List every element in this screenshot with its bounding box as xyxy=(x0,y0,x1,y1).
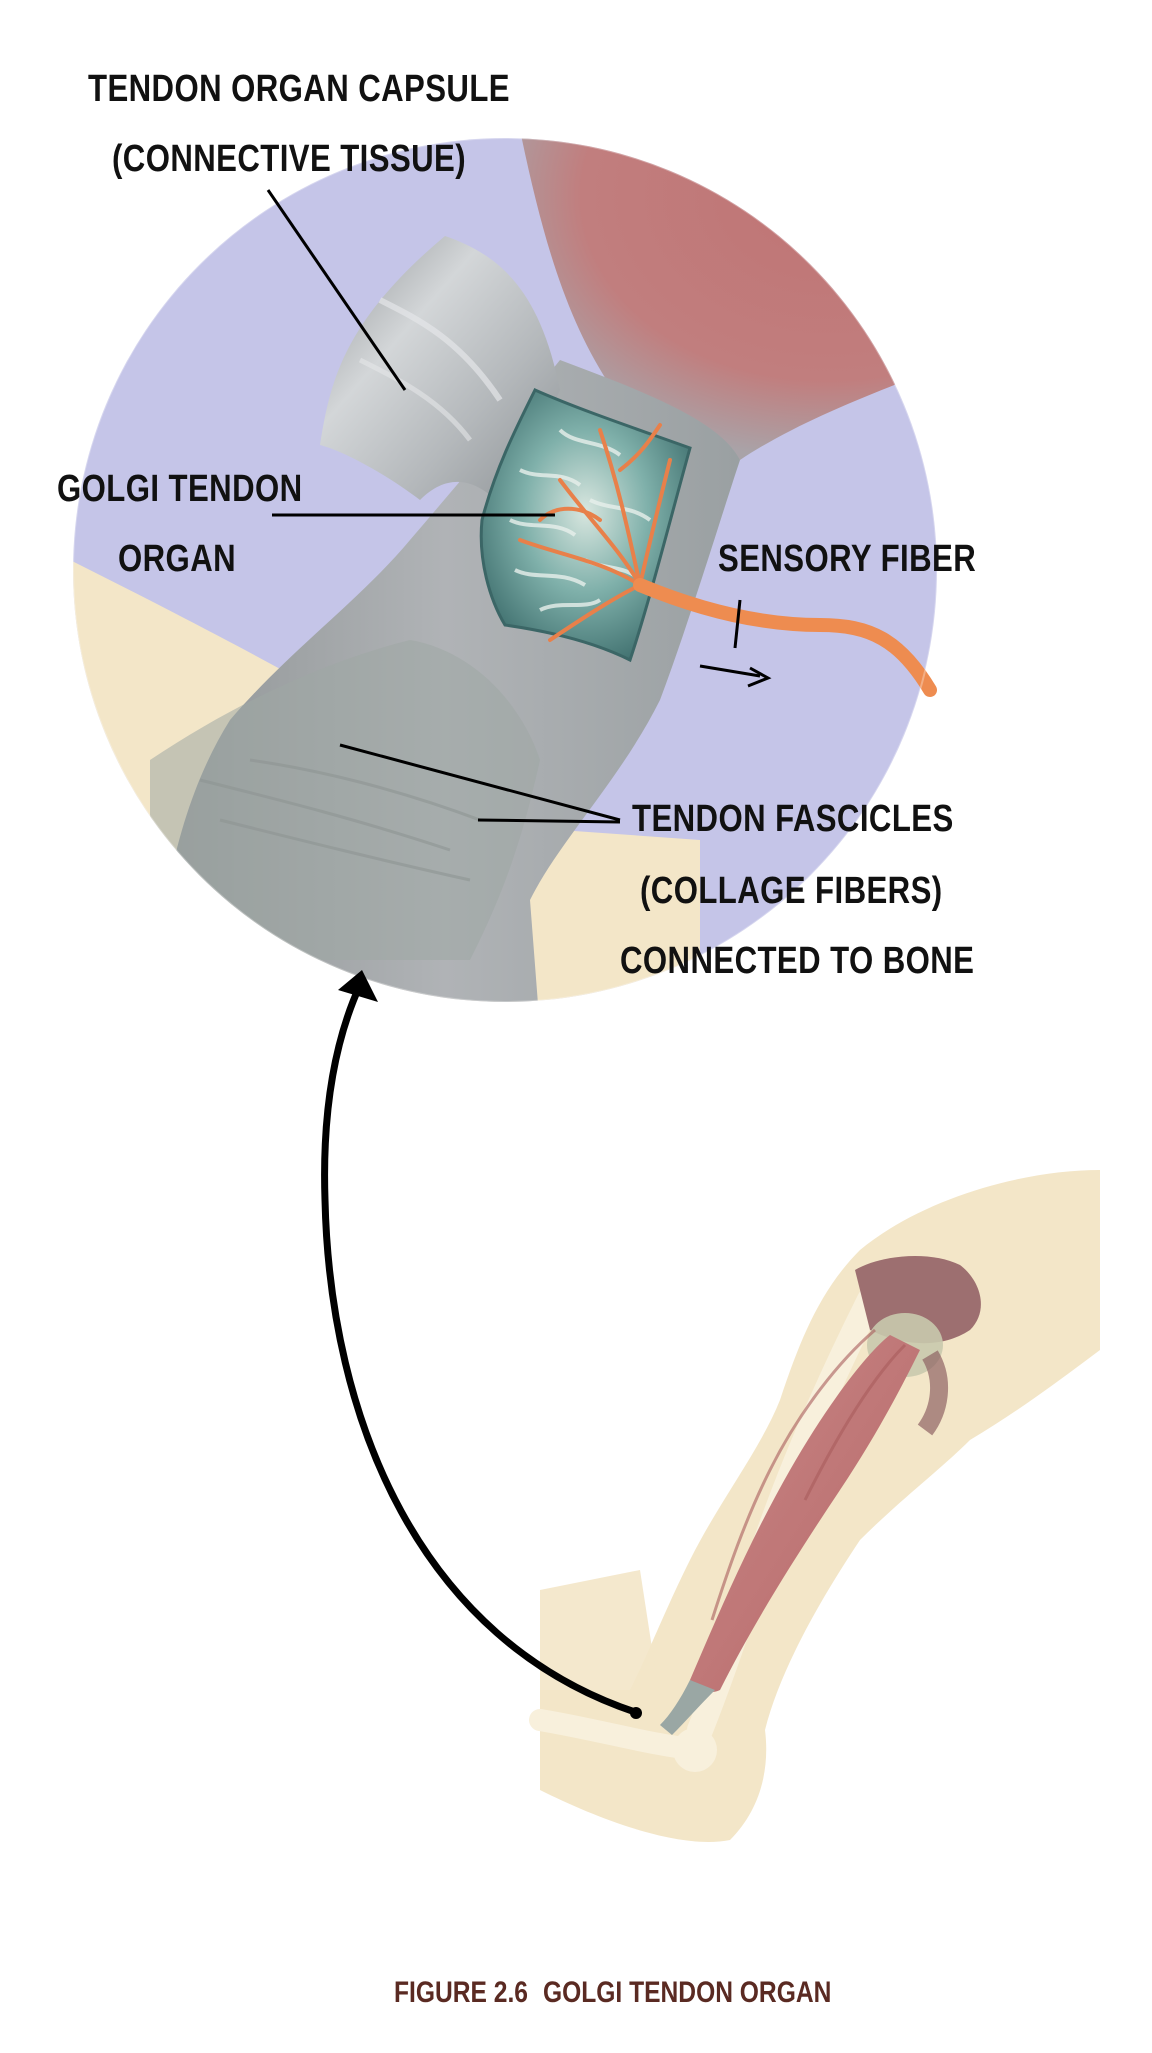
tendon-organ-capsule xyxy=(320,236,560,510)
label-fascicles-line1: TENDON FASCICLES xyxy=(632,798,954,840)
zoom-origin-dot xyxy=(630,1707,642,1719)
label-sensory-fiber: SENSORY FIBER xyxy=(718,538,977,580)
caption-number: FIGURE 2.6 xyxy=(394,1976,528,2009)
biceps-tendon xyxy=(660,1680,715,1735)
tendon-fascicle-shading xyxy=(150,640,540,960)
fascicles-leader-1 xyxy=(339,743,621,822)
label-gto-line1: GOLGI TENDON xyxy=(57,468,303,510)
caption-title: GOLGI TENDON ORGAN xyxy=(543,1976,832,2009)
sensory-fiber xyxy=(633,578,937,697)
label-gto-line2: ORGAN xyxy=(118,538,237,580)
label-fascicles-line3: CONNECTED TO BONE xyxy=(620,940,975,982)
zoom-arrow xyxy=(321,983,637,1716)
biceps-muscle xyxy=(690,1335,920,1692)
signal-arrowhead xyxy=(747,666,772,688)
arm-illustration xyxy=(529,1170,1100,1842)
capsule-leader xyxy=(266,189,407,391)
zoom-arrowhead xyxy=(338,970,378,1002)
leader-lines xyxy=(266,189,742,824)
sensory-leader xyxy=(733,599,742,649)
label-capsule-line1: TENDON ORGAN CAPSULE xyxy=(88,68,510,110)
label-capsule-line2: (CONNECTIVE TISSUE) xyxy=(112,138,467,180)
signal-direction-arrow xyxy=(699,664,761,678)
golgi-tendon-organ xyxy=(479,388,692,663)
fascicles-leader-2 xyxy=(477,818,621,824)
label-fascicles-line2: (COLLAGE FIBERS) xyxy=(640,870,943,912)
